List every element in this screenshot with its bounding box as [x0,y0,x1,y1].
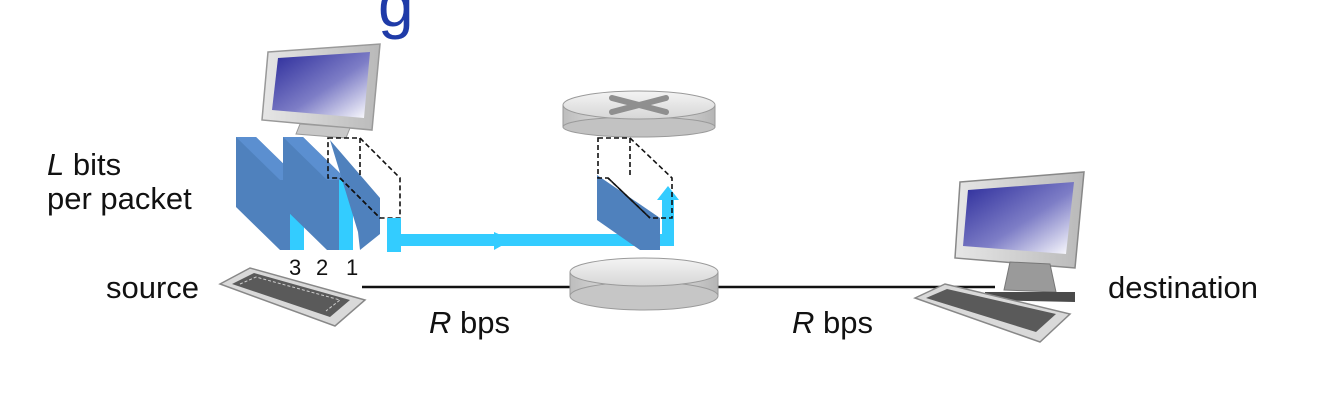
per-packet-label: per packet [47,181,192,216]
slide-title-fragment: g [378,0,414,40]
source-keyboard-icon [218,267,367,327]
rate-unit: bps [451,305,510,340]
packet-number-3: 3 [289,255,302,280]
router-icon [562,90,716,138]
flow-arrowhead [494,232,512,250]
bits-variable: L [47,147,65,182]
rate-variable: R [429,305,452,340]
bit-flow-arrow [394,200,674,246]
link-rate-label-2: R bps [792,306,873,340]
destination-label: destination [1108,270,1258,305]
link-rate-label-1: R bps [429,306,510,340]
source-label: source [106,270,200,305]
rate-variable: R [792,305,815,340]
switch-icon [569,257,719,311]
packet-number-1: 1 [346,255,359,280]
source-monitor-icon [261,43,381,139]
bits-text: bits [64,147,122,182]
packet-number-2: 2 [316,255,329,280]
destination-computer-icon [913,171,1085,343]
packet-received-at-router [597,137,673,250]
rate-unit: bps [814,305,873,340]
flow-arrowhead-up [657,186,679,200]
bits-per-packet-label: L bits [47,148,121,182]
